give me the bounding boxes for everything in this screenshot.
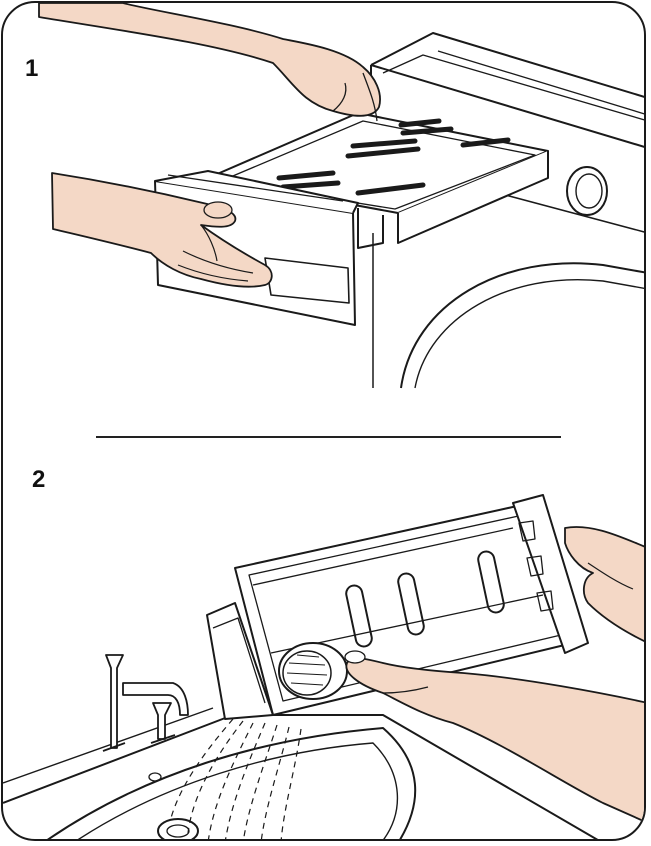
- step-2-illustration: [3, 494, 644, 839]
- step-number-2: 2: [32, 466, 46, 493]
- step-number-1: 1: [25, 55, 39, 82]
- hand-illustration: [38, 3, 381, 122]
- step-1-illustration: [38, 3, 644, 389]
- step-divider: [96, 436, 561, 438]
- hand-illustration: [51, 172, 273, 288]
- faucet-illustration: [102, 654, 189, 752]
- hand-illustration: [344, 650, 644, 823]
- water-stream-illustration: [170, 718, 302, 839]
- hand-illustration: [564, 526, 644, 643]
- detergent-drawer-illustration: [206, 494, 589, 720]
- sink-illustration: [3, 707, 599, 839]
